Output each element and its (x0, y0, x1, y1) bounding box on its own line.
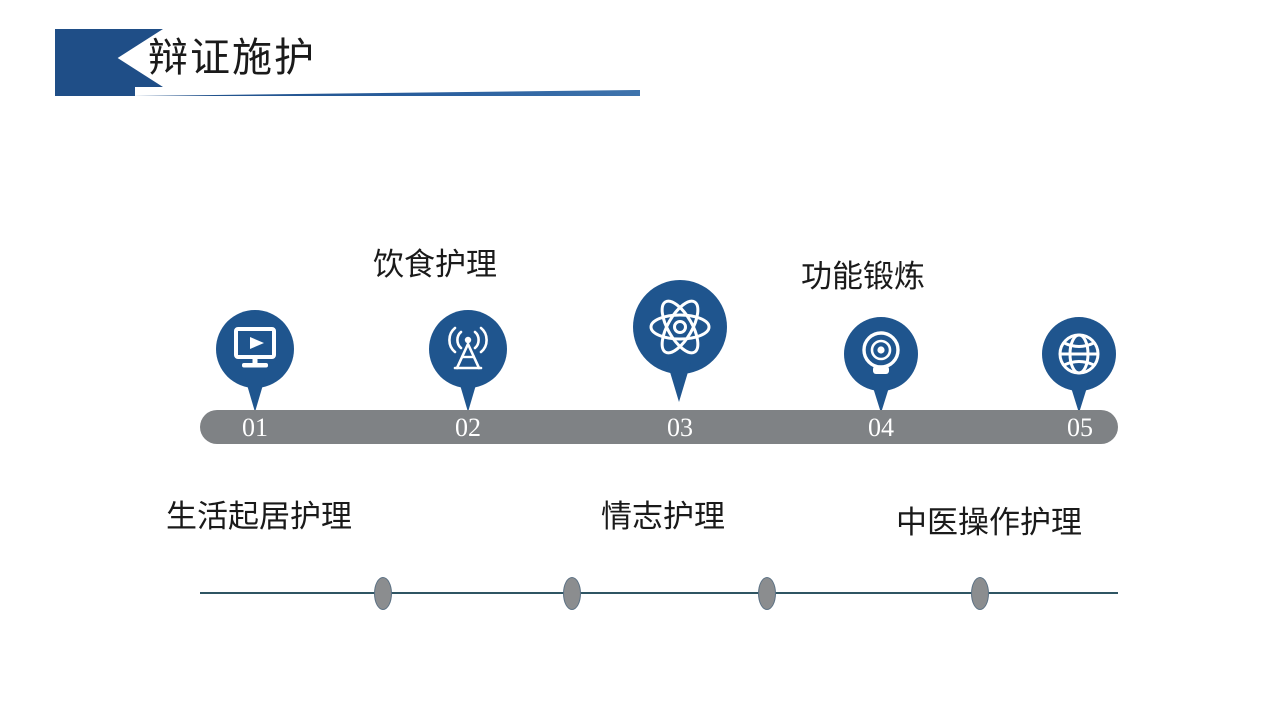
bottom-track-node-3[interactable] (758, 577, 776, 610)
pin-head-03 (633, 280, 727, 374)
pin-head-02 (429, 310, 507, 388)
webcam-icon (844, 317, 918, 391)
pin-head-04 (844, 317, 918, 391)
bottom-track-line (200, 592, 1118, 594)
timeline-number-05: 05 (1067, 413, 1093, 442)
globe-icon (1042, 317, 1116, 391)
timeline-number-03: 03 (667, 413, 693, 442)
timeline-pin-03[interactable] (633, 280, 727, 402)
bottom-track-node-4[interactable] (971, 577, 989, 610)
header-banner-chevron (55, 29, 163, 87)
timeline-number-02: 02 (455, 413, 481, 442)
page-title: 辩证施护 (148, 35, 316, 80)
header-banner-tail (55, 87, 135, 96)
atom-icon (633, 280, 727, 374)
caption-top-functional-exercise: 功能锻炼 (801, 259, 925, 294)
timeline-pin-02[interactable] (429, 310, 507, 412)
caption-bottom-tcm-operation-care: 中医操作护理 (896, 505, 1082, 540)
caption-top-dietary-care: 饮食护理 (373, 247, 497, 282)
broadcast-tower-icon (429, 310, 507, 388)
slide-header: 辩证施护 (0, 0, 1280, 110)
timeline-number-04: 04 (868, 413, 894, 442)
timeline-pin-05[interactable] (1042, 317, 1116, 413)
bottom-track-node-2[interactable] (563, 577, 581, 610)
caption-bottom-emotional-care: 情志护理 (601, 499, 725, 534)
header-underline-rule (132, 90, 640, 96)
bottom-track-node-1[interactable] (374, 577, 392, 610)
monitor-play-icon (216, 310, 294, 388)
timeline-pin-04[interactable] (844, 317, 918, 413)
pin-head-01 (216, 310, 294, 388)
timeline-number-01: 01 (242, 413, 268, 442)
timeline-bar (200, 410, 1118, 444)
caption-bottom-daily-living-care: 生活起居护理 (166, 499, 352, 534)
timeline-pin-01[interactable] (216, 310, 294, 412)
